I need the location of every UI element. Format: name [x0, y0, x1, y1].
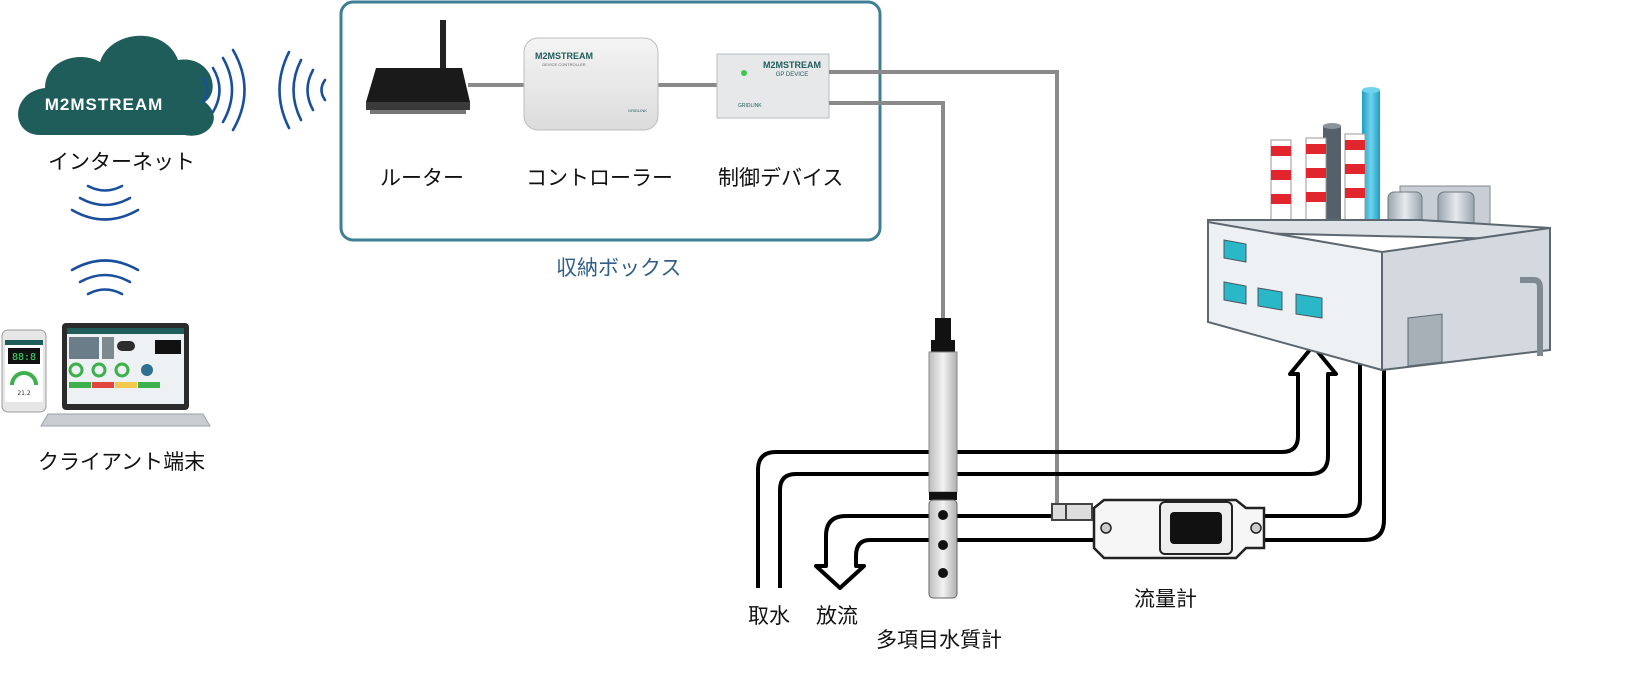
controller-sub-text: DEVICE CONTROLLER	[542, 62, 585, 67]
device-controller-icon: M2MSTREAM DEVICE CONTROLLER GRIDLINK	[523, 37, 659, 131]
wireless-signal-icon	[70, 48, 327, 296]
storage-box-label: 収納ボックス	[556, 256, 682, 280]
flowmeter-label: 流量計	[1134, 587, 1197, 611]
cloud-brand-text: M2MSTREAM	[45, 95, 164, 114]
factory-icon	[1207, 87, 1551, 372]
router-label: ルーター	[380, 166, 464, 190]
intake-label: 取水	[748, 604, 790, 628]
storage-box-frame	[339, 0, 882, 242]
striped-stacks	[1270, 133, 1366, 227]
water-quality-probe-icon	[928, 318, 958, 599]
water-quality-meter-label: 多項目水質計	[876, 628, 1002, 652]
controller-brand-text: M2MSTREAM	[535, 51, 593, 61]
control-device-icon: M2MSTREAM GP DEVICE GRIDLINK	[716, 53, 830, 119]
phone-reading-text: 21.2	[17, 390, 31, 397]
router-icon	[366, 20, 470, 114]
flowmeter-icon	[1051, 498, 1266, 560]
water-pipes	[756, 344, 1386, 590]
controller-maker-text: GRIDLINK	[628, 108, 647, 113]
internet-cloud: M2MSTREAM	[18, 35, 214, 136]
device-sub-text: GP DEVICE	[776, 72, 809, 78]
client-terminal-label: クライアント端末	[38, 450, 206, 474]
internet-label: インターネット	[48, 150, 195, 174]
discharge-label: 放流	[816, 604, 858, 628]
controller-label: コントローラー	[526, 166, 673, 190]
control-device-label: 制御デバイス	[718, 166, 844, 190]
svg-text:88:8: 88:8	[12, 352, 36, 363]
client-devices: 88:8 21.2	[1, 323, 211, 427]
device-maker-text: GRIDLINK	[738, 103, 762, 109]
smartphone-icon: 88:8 21.2	[1, 329, 47, 413]
laptop-icon	[40, 323, 211, 427]
device-brand-text: M2MSTREAM	[763, 60, 821, 70]
